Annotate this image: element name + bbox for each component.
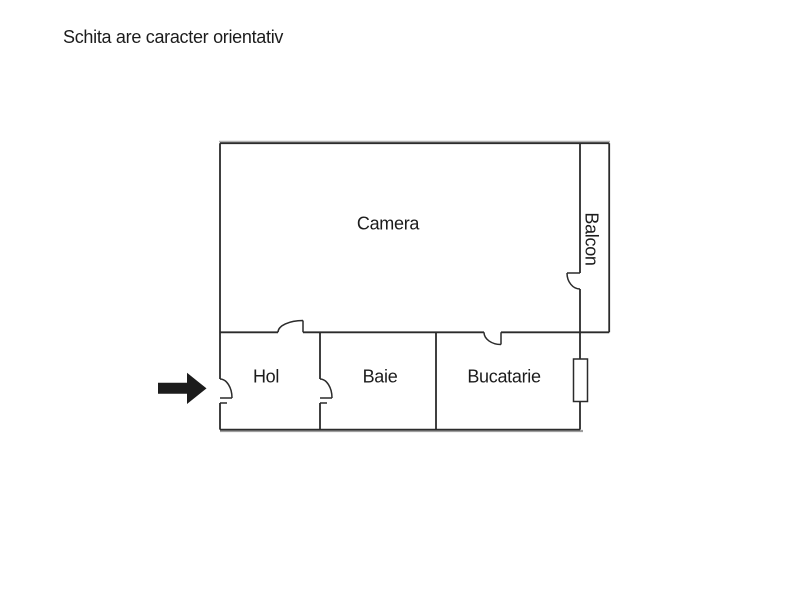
door-hol-camera xyxy=(277,319,304,333)
room-label-baie: Baie xyxy=(362,366,398,387)
arrow-right-icon xyxy=(158,372,207,404)
door-camera-bucatarie xyxy=(483,332,502,346)
door-entrance xyxy=(219,378,233,404)
page-title: Schita are caracter orientativ xyxy=(63,27,284,47)
door-hol-baie xyxy=(319,378,333,404)
partition-walls xyxy=(220,331,610,430)
outer-walls xyxy=(219,142,611,431)
room-label-balcon: Balcon xyxy=(581,212,602,266)
door-camera-balcon xyxy=(566,272,581,290)
room-label-camera: Camera xyxy=(356,213,420,234)
window-bucatarie xyxy=(572,358,589,403)
room-label-bucatarie: Bucatarie xyxy=(467,366,541,387)
room-label-hol: Hol xyxy=(252,366,280,387)
